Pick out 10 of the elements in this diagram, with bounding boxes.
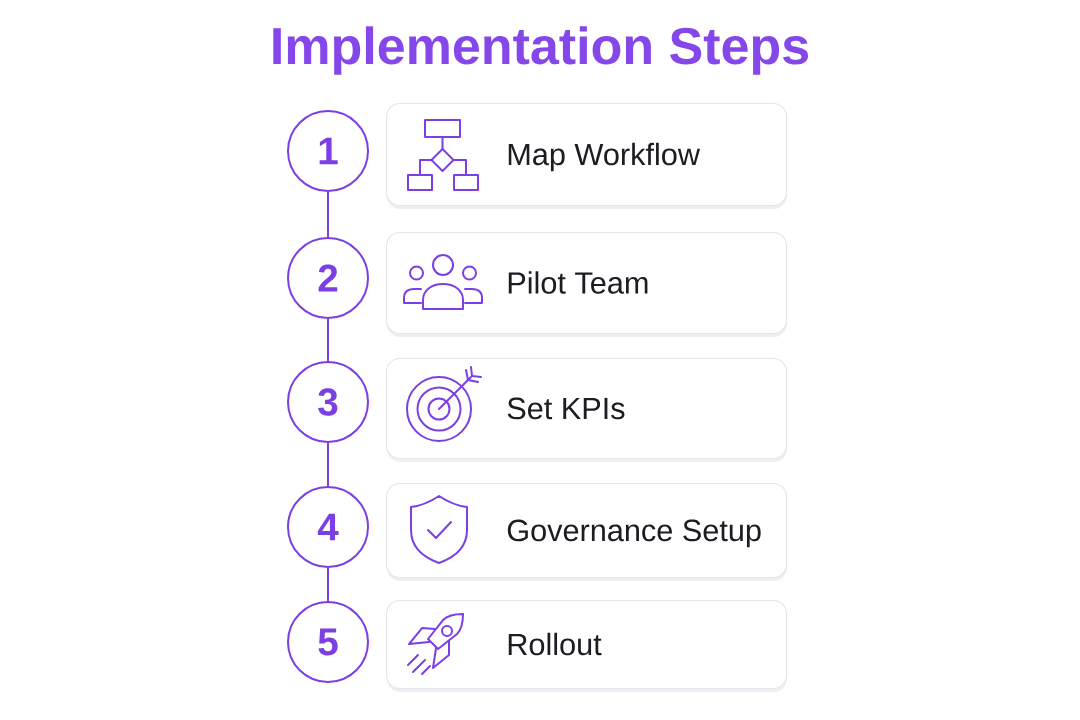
step-card: Map Workflow [386, 103, 788, 209]
connector-line [327, 191, 329, 238]
connector-line [327, 442, 329, 487]
title: Implementation Steps [273, 26, 808, 75]
step-card: Rollout [386, 600, 788, 692]
step-card: Governance Setup [386, 483, 788, 581]
connector-line [327, 567, 329, 602]
step-card: Set KPIs [386, 358, 788, 462]
connector-line [327, 318, 329, 362]
step-card: Pilot Team [386, 232, 788, 337]
